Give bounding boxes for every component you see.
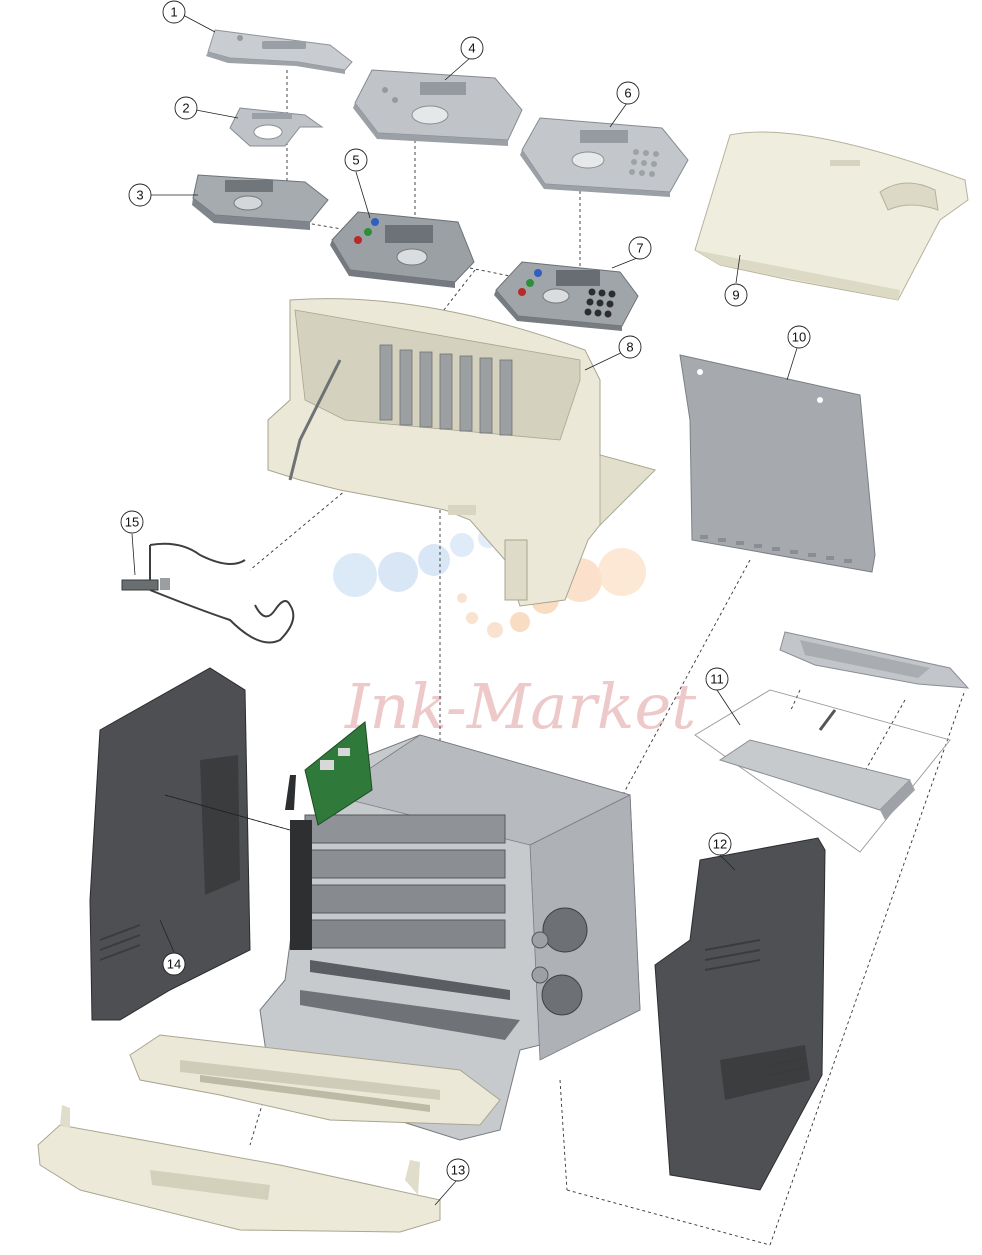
callout-5: 5 [344, 148, 368, 172]
callout-10: 10 [787, 325, 811, 349]
part-10-shield-plate [679, 354, 876, 573]
imaging-unit-stack [304, 814, 506, 949]
green-button-icon [526, 279, 534, 287]
watermark-dot [457, 593, 467, 603]
blue-button-icon [371, 218, 379, 226]
part-13-front-door [37, 1105, 441, 1233]
svg-text:7: 7 [636, 241, 643, 256]
svg-text:4: 4 [468, 41, 475, 56]
part-12-right-side-cover [654, 837, 826, 1191]
callout-6: 6 [616, 81, 640, 105]
watermark-dot [466, 612, 478, 624]
watermark-dot [487, 622, 503, 638]
printer-base-frame [259, 721, 641, 1141]
watermark-dot [333, 553, 377, 597]
watermark-dot [378, 552, 418, 592]
watermark-dot [450, 533, 474, 557]
part-1-operator-panel-cover [206, 29, 353, 74]
controller-board [304, 721, 373, 826]
callout-7: 7 [628, 236, 652, 260]
part-2-panel-bezel [229, 107, 324, 147]
svg-text:8: 8 [626, 340, 633, 355]
part-14-left-side-cover [89, 667, 251, 1021]
callout-4: 4 [460, 36, 484, 60]
green-button-icon [364, 228, 372, 236]
callout-12: 12 [708, 832, 732, 856]
watermark-dot [418, 544, 450, 576]
svg-text:3: 3 [136, 188, 143, 203]
callout-3: 3 [128, 183, 152, 207]
svg-text:15: 15 [125, 515, 139, 530]
part-6-keypad-panel-cover [520, 117, 689, 197]
watermark-text: Ink-Market [344, 670, 696, 743]
svg-text:12: 12 [713, 837, 727, 852]
transfer-module [129, 1034, 501, 1126]
callout-2: 2 [174, 96, 198, 120]
part-3-panel-assembly [192, 174, 329, 230]
svg-text:2: 2 [182, 101, 189, 116]
svg-text:13: 13 [451, 1163, 465, 1178]
part-5-operator-panel [330, 211, 475, 288]
callout-15: 15 [120, 510, 144, 534]
callout-14: 14 [162, 952, 186, 976]
part-9-top-cover [694, 131, 969, 301]
callout-11: 11 [705, 667, 729, 691]
svg-text:11: 11 [710, 672, 724, 687]
callout-13: 13 [446, 1158, 470, 1182]
red-button-icon [518, 288, 526, 296]
part-8-upper-front-cover-assembly [267, 298, 656, 607]
part-15-sensor-cable [121, 542, 295, 644]
callout-labels: 1 2 3 4 5 6 7 8 [120, 0, 811, 1182]
svg-text:5: 5 [352, 153, 359, 168]
svg-text:9: 9 [732, 288, 739, 303]
red-button-icon [354, 236, 362, 244]
callout-8: 8 [618, 335, 642, 359]
part-11-tray-assembly [694, 631, 970, 853]
svg-text:6: 6 [624, 86, 631, 101]
svg-text:1: 1 [170, 5, 177, 20]
callout-1: 1 [162, 0, 186, 24]
part-7-keypad-operator-panel [494, 261, 639, 331]
watermark-dot [510, 612, 530, 632]
part-4-panel-cover [353, 69, 523, 146]
watermark-dot [598, 548, 646, 596]
svg-text:10: 10 [792, 330, 806, 345]
blue-button-icon [534, 269, 542, 277]
callout-9: 9 [724, 283, 748, 307]
leader-lines [131, 14, 798, 1206]
svg-text:14: 14 [167, 957, 181, 972]
